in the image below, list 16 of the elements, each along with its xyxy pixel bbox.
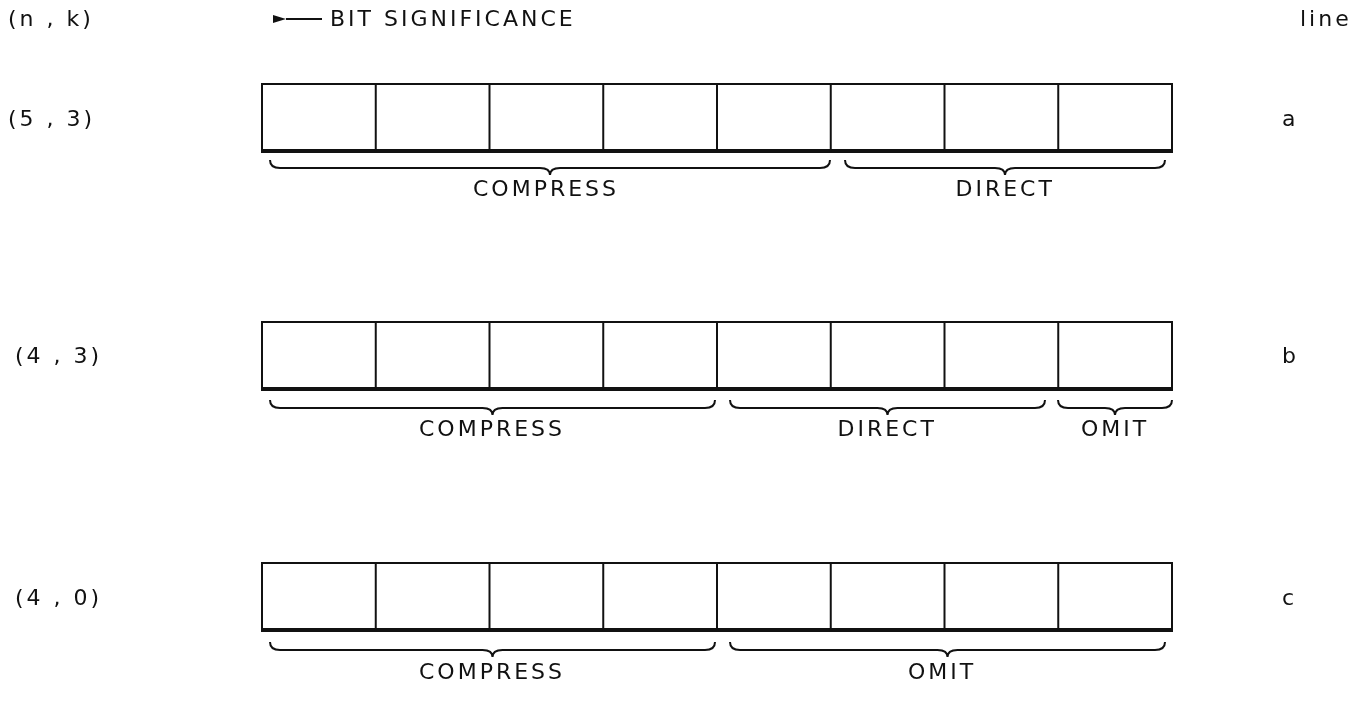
field-label: DIRECT <box>837 418 937 440</box>
field-label: COMPRESS <box>419 661 566 683</box>
axis-caption: BIT SIGNIFICANCE <box>330 8 576 30</box>
field-label: OMIT <box>1081 418 1150 440</box>
field-label: DIRECT <box>955 178 1055 200</box>
row-letter: b <box>1282 345 1299 367</box>
row-parameter: (4 , 3) <box>15 345 103 367</box>
row-parameter: (4 , 0) <box>15 587 103 609</box>
field-label: OMIT <box>908 661 977 683</box>
field-label: COMPRESS <box>473 178 620 200</box>
coordinate-heading: (n , k) <box>8 8 94 30</box>
row-letter: c <box>1282 587 1298 609</box>
row-parameter: (5 , 3) <box>8 108 96 130</box>
field-label: COMPRESS <box>419 418 566 440</box>
column-heading: line <box>1300 8 1352 30</box>
row-letter: a <box>1282 108 1299 130</box>
